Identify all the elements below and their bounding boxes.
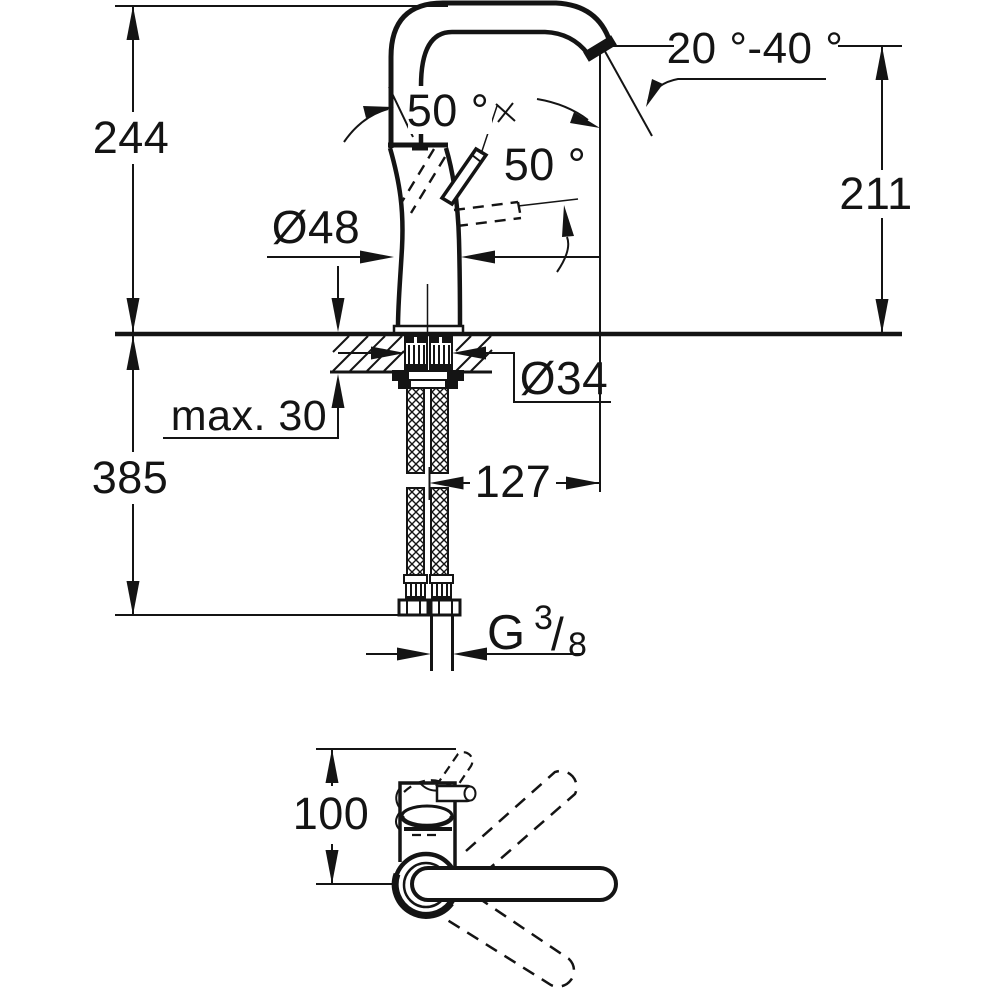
base-plate xyxy=(392,324,465,335)
mounting-nut xyxy=(392,370,464,389)
lever-positions xyxy=(398,102,523,228)
dim-244-label: 244 xyxy=(93,112,170,163)
dim-127: 127 xyxy=(428,456,600,507)
dim-max30-label: max. 30 xyxy=(171,392,327,440)
body-top-view xyxy=(395,751,477,866)
dim-g38-prefix: G xyxy=(487,606,526,660)
spout-dashed-position xyxy=(435,751,474,798)
faucet-body xyxy=(387,0,617,335)
top-view: 100 xyxy=(293,748,618,988)
dim-g38-slash: / xyxy=(551,608,564,660)
body-right-edge xyxy=(443,147,463,327)
lever-dashed-horizontal xyxy=(453,200,523,228)
lever-dashed-down-position xyxy=(440,895,576,988)
counter-section xyxy=(115,331,902,389)
threaded-shank xyxy=(404,335,453,372)
dim-385-label: 385 xyxy=(92,452,169,503)
dim-g38-numerator: 3 xyxy=(534,599,553,637)
lever-solid-top-view xyxy=(410,866,618,902)
spout-outlet-face xyxy=(583,35,617,62)
dim-spout-angle-label: 20 °-40 ° xyxy=(667,24,844,73)
lever-dashed-up-position xyxy=(465,769,578,869)
dim-244: 244 xyxy=(93,5,448,332)
lever-dashed-down xyxy=(398,148,447,214)
dim-50-upper: 50 ° xyxy=(343,85,600,143)
spout-outer xyxy=(388,0,613,148)
dim-211: 211 xyxy=(605,45,912,333)
spout-inner xyxy=(418,29,590,143)
connection-pipe xyxy=(430,615,454,671)
dim-g38: G 3 / 8 xyxy=(366,599,587,664)
dim-d48: Ø48 xyxy=(267,201,600,264)
dim-max30: max. 30 xyxy=(163,266,345,440)
dim-d48-label: Ø48 xyxy=(272,201,360,253)
dim-50-lower-label: 50 ° xyxy=(504,139,587,190)
dim-spout-angle: 20 °-40 ° xyxy=(601,24,844,137)
dim-100-label: 100 xyxy=(293,788,370,839)
dim-d34: Ø34 xyxy=(338,346,611,404)
hose-collars xyxy=(403,574,454,601)
dim-127-label: 127 xyxy=(475,456,552,507)
lever-solid xyxy=(439,146,489,207)
dim-385: 385 xyxy=(92,336,399,616)
connection-hoses xyxy=(397,387,462,671)
dim-100: 100 xyxy=(293,748,456,885)
dim-g38-denominator: 8 xyxy=(568,626,587,664)
main-view: 244 385 211 20 °-40 ° xyxy=(92,0,912,671)
dim-d34-label: Ø34 xyxy=(520,352,608,404)
dim-211-label: 211 xyxy=(839,168,912,219)
body-left-edge xyxy=(387,147,405,327)
hose-hex-fittings xyxy=(397,598,462,617)
dim-50-upper-label: 50 ° xyxy=(407,85,490,136)
dim-50-lower: 50 ° xyxy=(504,139,587,273)
pivot-x-marker xyxy=(495,102,516,123)
